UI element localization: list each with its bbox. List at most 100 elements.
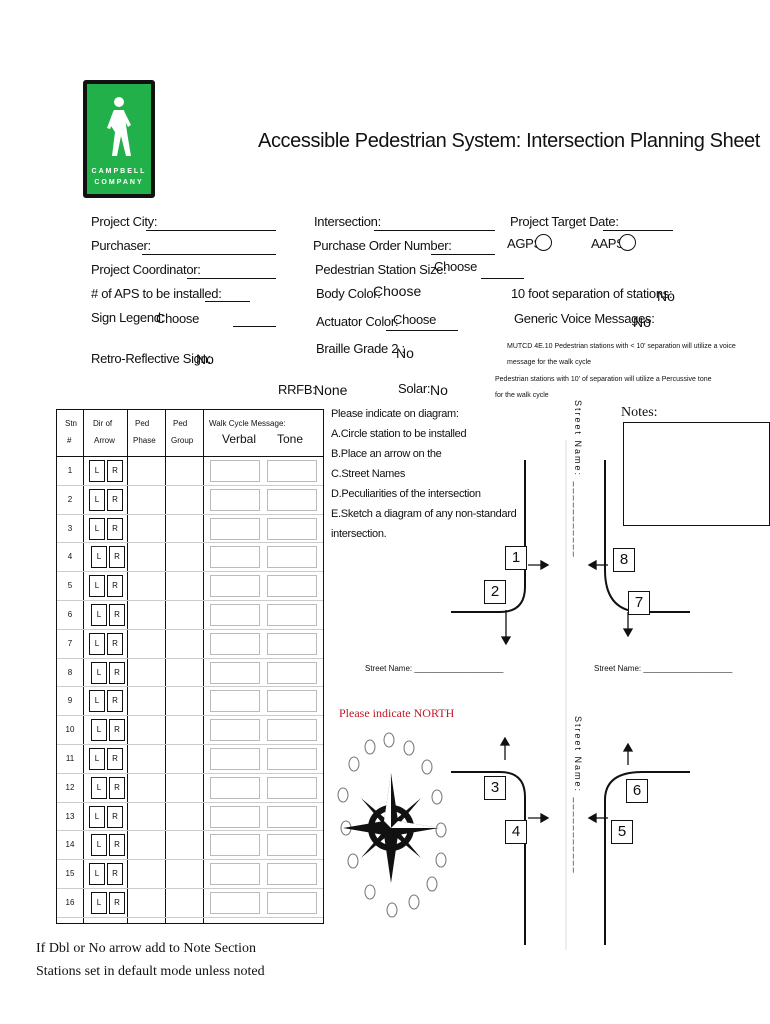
verbal-message-field[interactable] [210, 460, 260, 482]
braille-select[interactable]: No [396, 345, 414, 361]
tone-message-field[interactable] [267, 575, 317, 598]
tone-message-field[interactable] [267, 661, 317, 684]
left-arrow-option[interactable]: L [91, 546, 107, 569]
right-arrow-option[interactable]: R [109, 546, 125, 569]
tone-message-field[interactable] [267, 632, 317, 655]
purchaser-field[interactable] [142, 253, 276, 255]
verbal-message-field[interactable] [210, 719, 260, 742]
aaps-radio[interactable] [619, 234, 636, 251]
left-arrow-option[interactable]: L [91, 834, 107, 857]
tone-message-field[interactable] [267, 805, 317, 828]
verbal-message-field[interactable] [210, 488, 260, 511]
solar-select[interactable]: No [430, 382, 448, 398]
right-arrow-option[interactable]: R [107, 690, 123, 713]
tone-message-field[interactable] [267, 488, 317, 511]
left-arrow-option[interactable]: L [91, 776, 107, 799]
separation-select[interactable]: No [657, 288, 675, 304]
left-arrow-option[interactable]: L [89, 575, 105, 598]
pedestrian-icon [107, 97, 131, 156]
right-arrow-option[interactable]: R [107, 575, 123, 598]
left-arrow-option[interactable]: L [89, 748, 105, 770]
left-arrow-option[interactable]: L [89, 632, 105, 655]
verbal-message-field[interactable] [210, 863, 260, 886]
rrfb-select[interactable]: None [314, 382, 348, 398]
right-arrow-option[interactable]: R [107, 863, 123, 886]
project-city-field[interactable] [146, 229, 276, 231]
tone-message-field[interactable] [267, 690, 317, 713]
generic-voice-select[interactable]: No [633, 314, 651, 330]
station-4-box[interactable]: 4 [505, 820, 527, 844]
actuator-color-select[interactable]: Choose [393, 312, 437, 327]
verbal-message-field[interactable] [210, 805, 260, 828]
right-arrow-option[interactable]: R [109, 834, 125, 857]
verbal-message-field[interactable] [210, 575, 260, 598]
right-arrow-option[interactable]: R [107, 517, 123, 540]
sign-legend-select[interactable]: Choose [156, 311, 200, 326]
right-arrow-option[interactable]: R [107, 488, 123, 511]
right-arrow-option[interactable]: R [109, 661, 125, 684]
left-arrow-option[interactable]: L [89, 488, 105, 511]
left-arrow-option[interactable]: L [89, 805, 105, 828]
left-arrow-option[interactable]: L [89, 460, 105, 482]
project-coordinator-field[interactable] [187, 277, 276, 279]
intersection-field[interactable] [374, 229, 495, 231]
right-arrow-option[interactable]: R [109, 604, 125, 626]
left-arrow-option[interactable]: L [91, 892, 107, 914]
station-2-box[interactable]: 2 [484, 580, 506, 604]
station-5-box[interactable]: 5 [611, 820, 633, 844]
left-arrow-option[interactable]: L [89, 690, 105, 713]
tone-message-field[interactable] [267, 546, 317, 569]
station-6-box[interactable]: 6 [626, 779, 648, 803]
tone-message-field[interactable] [267, 748, 317, 770]
left-arrow-option[interactable]: L [91, 604, 107, 626]
street-name-field-left[interactable]: Street Name: ____________________ [365, 664, 504, 673]
tone-message-field[interactable] [267, 892, 317, 914]
station-number: 3 [67, 523, 73, 533]
aps-count-field[interactable] [205, 300, 250, 302]
street-name-field-right[interactable]: Street Name: ____________________ [594, 664, 733, 673]
verbal-message-field[interactable] [210, 632, 260, 655]
left-arrow-option[interactable]: L [91, 719, 107, 742]
tone-message-field[interactable] [267, 834, 317, 857]
station-3-box[interactable]: 3 [484, 776, 506, 800]
verbal-message-field[interactable] [210, 892, 260, 914]
target-date-field[interactable] [603, 229, 673, 231]
right-arrow-option[interactable]: R [107, 460, 123, 482]
station-size-select[interactable]: Choose [434, 259, 478, 274]
verbal-message-field[interactable] [210, 604, 260, 626]
verbal-message-field[interactable] [210, 690, 260, 713]
right-arrow-option[interactable]: R [107, 632, 123, 655]
verbal-message-field[interactable] [210, 546, 260, 569]
tone-message-field[interactable] [267, 517, 317, 540]
right-arrow-option[interactable]: R [107, 748, 123, 770]
station-8-box[interactable]: 8 [613, 548, 635, 572]
verbal-message-field[interactable] [210, 661, 260, 684]
tone-message-field[interactable] [267, 776, 317, 799]
left-arrow-option[interactable]: L [89, 863, 105, 886]
verbal-message-field[interactable] [210, 834, 260, 857]
verbal-message-field[interactable] [210, 517, 260, 540]
tone-message-field[interactable] [267, 863, 317, 886]
verbal-message-field[interactable] [210, 748, 260, 770]
tone-message-field[interactable] [267, 604, 317, 626]
retro-sign-label: Retro-Reflective Sign: [91, 351, 211, 366]
body-color-select[interactable]: Choose [373, 283, 422, 299]
tone-message-field[interactable] [267, 719, 317, 742]
retro-sign-select[interactable]: No [196, 351, 214, 367]
right-arrow-option[interactable]: R [109, 892, 125, 914]
purchase-order-field[interactable] [431, 253, 495, 255]
agps-radio[interactable] [535, 234, 552, 251]
verbal-message-field[interactable] [210, 776, 260, 799]
station-1-box[interactable]: 1 [505, 546, 527, 570]
right-arrow-option[interactable]: R [109, 719, 125, 742]
right-arrow-option[interactable]: R [109, 776, 125, 799]
tone-message-field[interactable] [267, 460, 317, 482]
left-arrow-option[interactable]: L [91, 661, 107, 684]
station-7-box[interactable]: 7 [628, 591, 650, 615]
station-number: 8 [67, 667, 73, 677]
left-arrow-option[interactable]: L [89, 517, 105, 540]
right-arrow-option[interactable]: R [107, 805, 123, 828]
